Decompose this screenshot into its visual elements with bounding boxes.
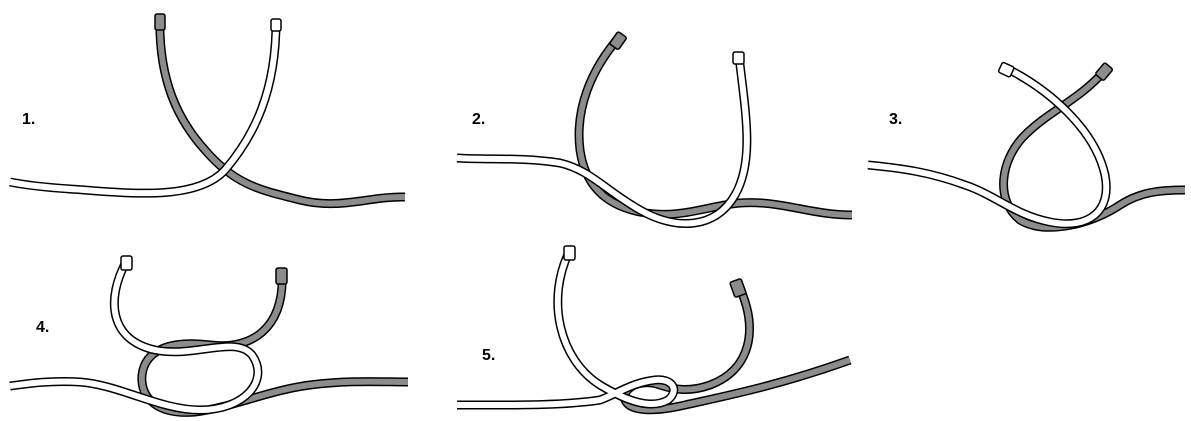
rope-gray <box>160 15 405 204</box>
rope-end-icon <box>271 19 281 31</box>
step-5-panel: 5. <box>457 246 850 410</box>
rope-gray <box>579 35 852 215</box>
step-3-label: 3. <box>889 111 902 128</box>
step-1-gray-rope <box>155 14 405 204</box>
step-5-label: 5. <box>482 347 495 364</box>
rope-end-icon <box>730 278 747 297</box>
step-4-label: 4. <box>36 319 49 336</box>
rope-white <box>868 68 1106 224</box>
step-1-label: 1. <box>22 111 35 128</box>
step-1-white-rope <box>10 19 281 193</box>
rope-white <box>10 22 276 193</box>
rope-end-icon <box>155 14 165 30</box>
step-5-white-rope <box>457 246 674 405</box>
step-5-gray-rope <box>625 278 850 409</box>
rope-gray <box>142 272 408 412</box>
step-1-panel: 1. <box>10 14 405 204</box>
step-3-panel: 3. <box>868 62 1185 227</box>
rope-gray <box>625 284 850 410</box>
step-2-gray-rope <box>579 31 852 215</box>
step-3-white-rope <box>868 62 1106 224</box>
rope-end-icon <box>564 246 575 260</box>
step-2-panel: 2. <box>457 31 852 223</box>
rope-end-icon <box>121 256 132 270</box>
rope-end-icon <box>276 268 287 284</box>
step-4-gray-rope <box>142 268 408 412</box>
step-2-label: 2. <box>472 111 485 128</box>
step-4-panel: 4. <box>10 256 408 412</box>
rope-end-icon <box>733 52 744 64</box>
